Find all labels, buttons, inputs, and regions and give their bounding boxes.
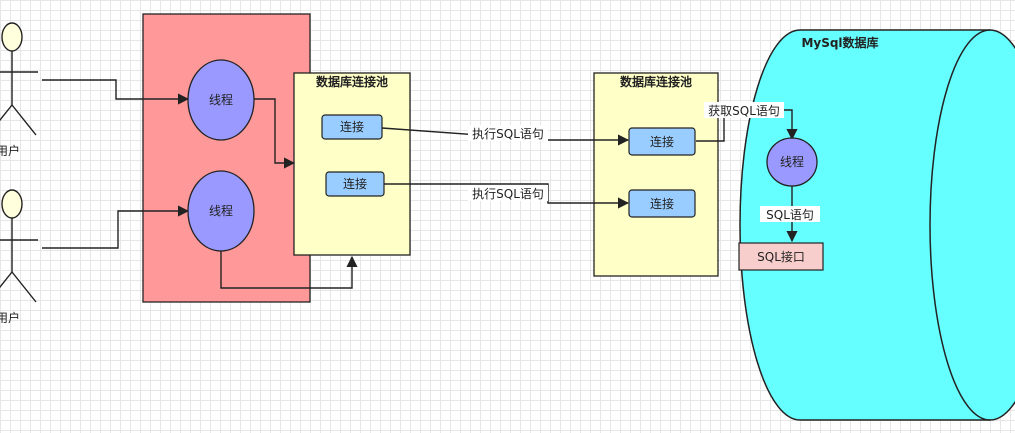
user-actor-icon-2 <box>0 189 38 303</box>
thread-label-2: 线程 <box>209 203 233 218</box>
right-connection-2 <box>628 189 696 218</box>
edge-label-sql-stmt: SQL语句 <box>766 208 814 222</box>
left-connection-2 <box>325 171 385 197</box>
thread-node-1 <box>187 59 255 141</box>
db-thread-node <box>766 137 818 187</box>
user-actor-icon-1 <box>0 22 38 136</box>
sql-interface-label: SQL接口 <box>757 249 805 264</box>
left-connection-label-1: 连接 <box>340 119 364 134</box>
sql-interface-box <box>738 242 824 271</box>
user-actor-label-2: 用户 <box>0 310 20 325</box>
thread-node-2 <box>187 170 255 252</box>
edge-label-fetch-sql: 获取SQL语句 <box>708 104 780 118</box>
edge-label-exec-sql-2: 执行SQL语句 <box>472 187 544 201</box>
left-pool-title: 数据库连接池 <box>316 74 388 89</box>
edge-thread1-to-pool <box>254 98 296 169</box>
right-pool-title: 数据库连接池 <box>620 74 692 89</box>
database-title: MySql数据库 <box>801 35 878 50</box>
left-connection-pool <box>293 72 411 256</box>
left-connection-1 <box>321 114 383 140</box>
database-cylinder-icon <box>739 29 1015 421</box>
right-connection-pool <box>593 72 719 277</box>
thread-label-1: 线程 <box>209 92 233 107</box>
edge-user2-to-thread2 <box>42 205 190 249</box>
right-connection-label-2: 连接 <box>650 196 674 211</box>
app-server-block <box>142 13 311 303</box>
user-actor-label-1: 用户 <box>0 143 20 158</box>
edge-thread2-to-pool <box>220 251 358 289</box>
db-thread-label: 线程 <box>780 154 804 169</box>
right-connection-1 <box>628 127 696 156</box>
left-connection-label-2: 连接 <box>343 176 367 191</box>
right-connection-label-1: 连接 <box>650 134 674 149</box>
edge-label-exec-sql-1: 执行SQL语句 <box>472 127 544 141</box>
edge-user1-to-thread1 <box>42 79 190 105</box>
